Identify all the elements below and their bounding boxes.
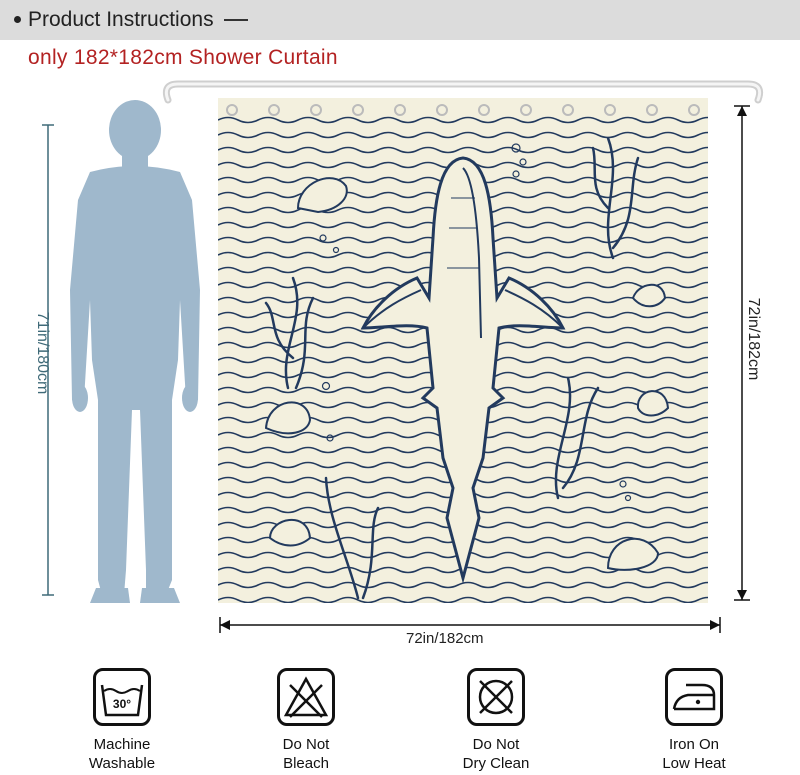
wash-temperature: 30°	[112, 697, 132, 711]
care-label-line1: Machine	[93, 736, 151, 753]
curtain-width-label: 72in/182cm	[406, 630, 484, 647]
no-dry-clean-icon	[478, 679, 514, 715]
curtain-ring	[394, 104, 406, 116]
no-bleach-icon	[283, 676, 329, 718]
care-label-line1: Do Not	[472, 736, 520, 753]
header-title: Product Instructions	[28, 8, 248, 32]
care-iron-low-heat: Iron On Low Heat	[634, 668, 754, 773]
curtain-ring	[352, 104, 364, 116]
curtain-ring	[478, 104, 490, 116]
care-icon-frame	[467, 668, 525, 726]
dash-line	[223, 19, 248, 22]
care-label-line1: Do Not	[282, 736, 330, 753]
shower-curtain	[218, 98, 708, 603]
curtain-height-dimension	[734, 105, 750, 601]
curtain-width-dimension	[219, 617, 721, 633]
curtain-ring	[562, 104, 574, 116]
section-header: Product Instructions	[0, 0, 800, 40]
wave-line	[218, 146, 708, 154]
care-label: Iron On Low Heat	[634, 735, 754, 773]
care-label-line2: Dry Clean	[462, 755, 530, 772]
curtain-ring	[310, 104, 322, 116]
iron-low-heat-icon	[672, 683, 716, 711]
curtain-height-label: 72in/182cm	[745, 297, 762, 381]
curtain-ring	[520, 104, 532, 116]
wave-line	[218, 131, 708, 139]
bubbles-decor	[319, 143, 632, 502]
shark-illustration	[360, 156, 566, 584]
wash-30-icon	[100, 684, 144, 717]
shell-decor	[264, 177, 670, 571]
wave-line	[218, 116, 708, 124]
care-label-line2: Low Heat	[662, 755, 726, 772]
wave-line	[218, 596, 708, 603]
curtain-rod	[162, 80, 764, 104]
care-label-line1: Iron On	[668, 736, 720, 753]
curtain-ring	[688, 104, 700, 116]
person-silhouette	[70, 100, 200, 603]
curtain-ring	[646, 104, 658, 116]
size-subtitle: only 182*182cm Shower Curtain	[28, 46, 338, 69]
care-icon-frame	[277, 668, 335, 726]
person-height-dimension	[42, 124, 54, 596]
care-icon-frame: 30°	[93, 668, 151, 726]
wave-line	[218, 581, 708, 589]
seaweed-decor	[264, 136, 640, 600]
header-title-text: Product Instructions	[28, 8, 214, 31]
care-label-line2: Bleach	[283, 755, 329, 772]
care-icon-frame	[665, 668, 723, 726]
curtain-ring	[226, 104, 238, 116]
care-label-line2: Washable	[88, 755, 156, 772]
curtain-ring	[436, 104, 448, 116]
person-height-label: 71in/180cm	[34, 311, 51, 395]
bullet-icon	[14, 16, 21, 23]
curtain-ring	[268, 104, 280, 116]
curtain-ring	[604, 104, 616, 116]
